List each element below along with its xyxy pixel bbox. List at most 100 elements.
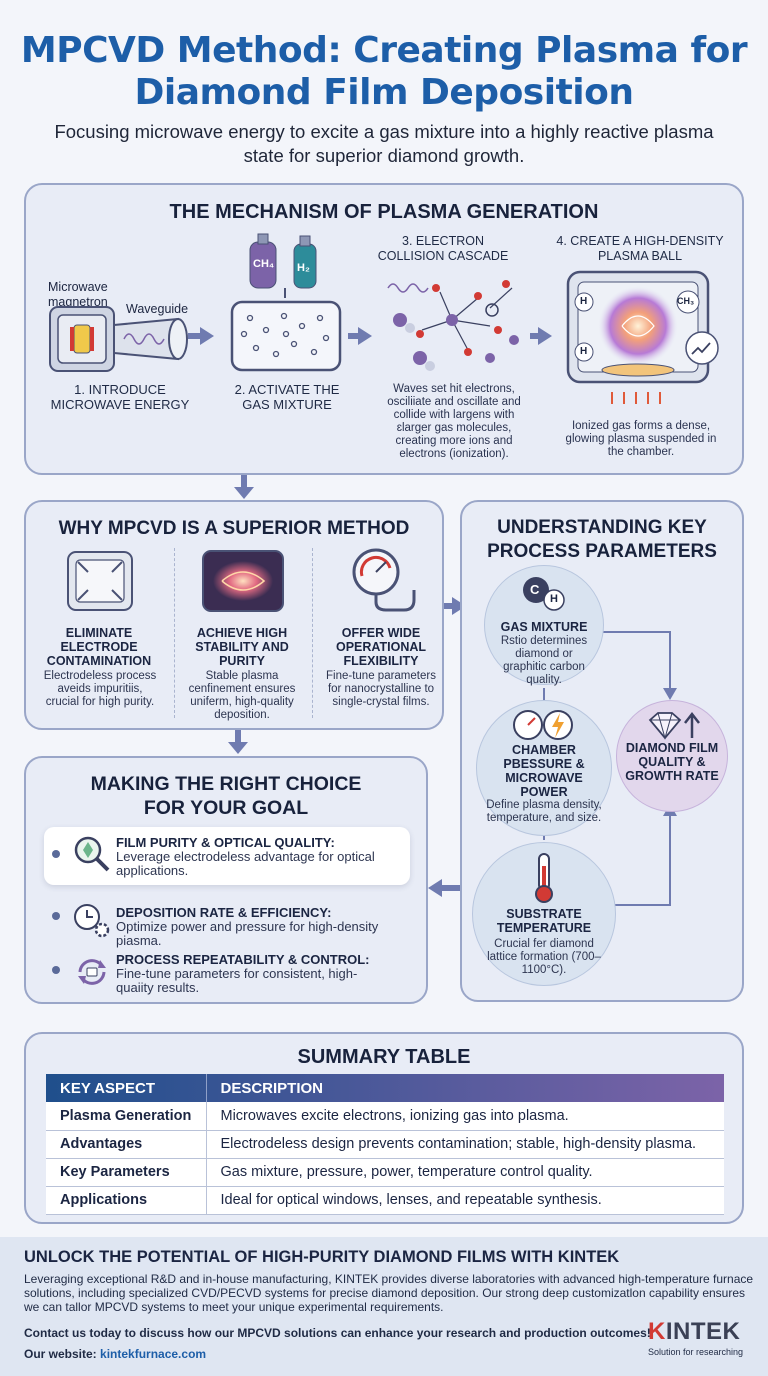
gas-chamber-icon	[230, 300, 342, 372]
step-3-label: 3. ELECTRON COLLISION CASCADE	[377, 234, 509, 263]
gas-mixture-desc: Rstio determines diamond or graphitic ca…	[500, 635, 588, 686]
arrow-1-2-head	[200, 327, 214, 345]
stable-plasma-icon	[202, 550, 284, 612]
card-2-desc: Stable plasma cenfinement ensures unifer…	[188, 670, 296, 721]
arrow-3-4	[530, 333, 540, 339]
choice-bullet-3	[52, 966, 60, 974]
summary-title: SUMMARY TABLE	[297, 1046, 471, 1068]
footer-cta: Contact us today to discuss how our MPCV…	[24, 1326, 651, 1340]
choice-1-title: FILM PURITY & OPTICAL QUALITY:	[116, 835, 335, 850]
superior-title: WHY MPCVD IS A SUPERIOR METHOD	[58, 518, 410, 539]
result-title: DIAMOND FILM QUALITY & GROWTH RATE	[625, 741, 719, 783]
table-cell-description: Electrodeless design prevents contaminat…	[206, 1130, 724, 1159]
card-1-desc: Electrodeless process aveids impuritiis,…	[43, 670, 157, 708]
plasma-ch3-label: CH₃	[677, 296, 695, 306]
card-3-desc: Fine-tune parameters for nanocrystalline…	[326, 670, 436, 708]
card-divider-2	[312, 548, 313, 718]
website-link[interactable]: kintekfurnace.com	[100, 1347, 207, 1361]
connector-down-2	[235, 730, 241, 744]
step-1-label: 1. INTRODUCE MICROWAVE ENERGY	[50, 382, 190, 412]
card-2-title: ACHIEVE HIGH STABILITY AND PURITY	[195, 626, 289, 668]
choice-highlight-card	[44, 827, 410, 885]
arrow-to-choice	[440, 885, 460, 891]
arrow-3-4-head	[538, 327, 552, 345]
step-2-label: 2. ACTIVATE THE GAS MIXTURE	[234, 382, 340, 412]
choice-bullet-1	[52, 850, 60, 858]
logo-rest: INTEK	[665, 1318, 741, 1345]
logo-tagline: Solution for researching	[648, 1347, 744, 1357]
card-1-title: ELIMINATE ELECTRODE CONTAMINATION	[46, 626, 152, 668]
diamond-growth-icon	[648, 711, 700, 740]
step-4-label: 4. CREATE A HIGH-DENSITY PLASMA BALL	[556, 234, 724, 263]
plasma-h-label-2: H	[580, 346, 588, 357]
choice-1-desc: Leverage electrodeless advantage for opt…	[116, 849, 375, 878]
gas-ch4-label: CH₄	[253, 258, 275, 270]
mechanism-title: THE MECHANISM OF PLASMA GENERATION	[169, 201, 599, 223]
table-row: Plasma Generation Microwaves excite elec…	[46, 1102, 724, 1131]
table-cell-aspect: Advantages	[46, 1130, 207, 1159]
parameter-connectors	[543, 631, 677, 906]
table-row: Applications Ideal for optical windows, …	[46, 1186, 724, 1215]
magnetron-label: Microwave magnetron	[48, 280, 108, 309]
footer	[0, 1237, 768, 1376]
substrate-title: SUBSTRATE TEMPERATURE	[496, 907, 592, 935]
card-3-title: OFFER WIDE OPERATIONAL FLEXIBILITY	[335, 626, 427, 668]
choice-2-title: DEPOSITION RATE & EFFICIENCY:	[116, 905, 332, 920]
pressure-gauge-icon	[352, 548, 416, 612]
superior-panel: WHY MPCVD IS A SUPERIOR METHOD	[24, 500, 444, 730]
gas-h2-label: H₂	[297, 262, 310, 274]
table-cell-aspect: Key Parameters	[46, 1158, 207, 1187]
repeat-control-icon	[78, 959, 106, 985]
kintek-logo: KINTEK	[648, 1318, 740, 1346]
connector-down-1	[241, 475, 247, 489]
clock-gear-icon	[74, 904, 110, 938]
plasma-ball-icon	[566, 270, 719, 404]
table-cell-description: Ideal for optical windows, lenses, and r…	[206, 1186, 724, 1215]
pressure-node	[476, 700, 612, 836]
electrode-free-icon	[67, 551, 133, 611]
connector-down-2-head	[228, 742, 248, 754]
pressure-title: CHAMBER PBESSURE & MICROWAVE POWER	[503, 743, 585, 799]
choice-2-desc: Optimize power and pressure for high-den…	[116, 919, 379, 948]
choice-title: MAKING THE RIGHT CHOICE FOR YOUR GOAL	[90, 773, 362, 819]
footer-website: Our website: kintekfurnace.com	[24, 1347, 206, 1361]
parameters-title: UNDERSTANDING KEY PROCESS PARAMETERS	[487, 517, 717, 562]
gas-cylinders-icon	[249, 233, 317, 298]
arrow-2-3	[348, 333, 360, 339]
logo-k: K	[648, 1318, 666, 1345]
plasma-h-label-1: H	[580, 296, 588, 307]
pressure-desc: Define plasma density, temperature, and …	[486, 799, 602, 824]
arrow-to-choice-head	[428, 879, 442, 897]
table-row: Key Parameters Gas mixture, pressure, po…	[46, 1158, 724, 1187]
website-label: Our website:	[24, 1347, 97, 1361]
gas-mixture-title: GAS MIXTURE	[500, 620, 588, 634]
step-3-desc: Waves set hit electrons, osciliiate and …	[387, 383, 521, 460]
page-title: MPCVD Method: Creating Plasma for Diamon…	[20, 30, 748, 113]
magnifier-icon	[74, 836, 110, 872]
footer-title: UNLOCK THE POTENTIAL OF HIGH-PURITY DIAM…	[24, 1248, 620, 1266]
step-4-desc: Ionized gas forms a dense, glowing plasm…	[565, 420, 717, 458]
page-subtitle: Focusing microwave energy to excite a ga…	[54, 121, 714, 166]
gas-mixture-icon	[523, 577, 565, 611]
gas-c-label: C	[530, 582, 540, 597]
magnetron-icon	[49, 306, 188, 372]
table-row: Advantages Electrodeless design prevents…	[46, 1130, 724, 1159]
table-cell-aspect: Plasma Generation	[46, 1102, 207, 1131]
arrow-to-params	[444, 603, 454, 609]
arrow-1-2	[188, 333, 202, 339]
card-divider-1	[174, 548, 175, 718]
table-cell-description: Gas mixture, pressure, power, temperatur…	[206, 1158, 724, 1187]
summary-header-description: DESCRIPTION	[220, 1079, 324, 1097]
choice-3-desc: Fine-tune parameters for consistent, hig…	[116, 966, 358, 995]
waveguide-label: Waveguide	[126, 302, 189, 316]
table-cell-description: Microwaves excite electrons, ionizing ga…	[206, 1102, 724, 1131]
footer-text: Leveraging exceptional R&D and in-house …	[24, 1272, 754, 1314]
arrow-2-3-head	[358, 327, 372, 345]
summary-header-aspect: KEY ASPECT	[46, 1074, 207, 1102]
summary-table: KEY ASPECT DESCRIPTION Plasma Generation…	[46, 1074, 724, 1215]
connector-down-1-head	[234, 487, 254, 499]
table-cell-aspect: Applications	[46, 1186, 207, 1215]
thermometer-icon	[535, 853, 553, 903]
pressure-power-icon	[513, 710, 573, 740]
electron-cascade-icon	[387, 280, 519, 371]
